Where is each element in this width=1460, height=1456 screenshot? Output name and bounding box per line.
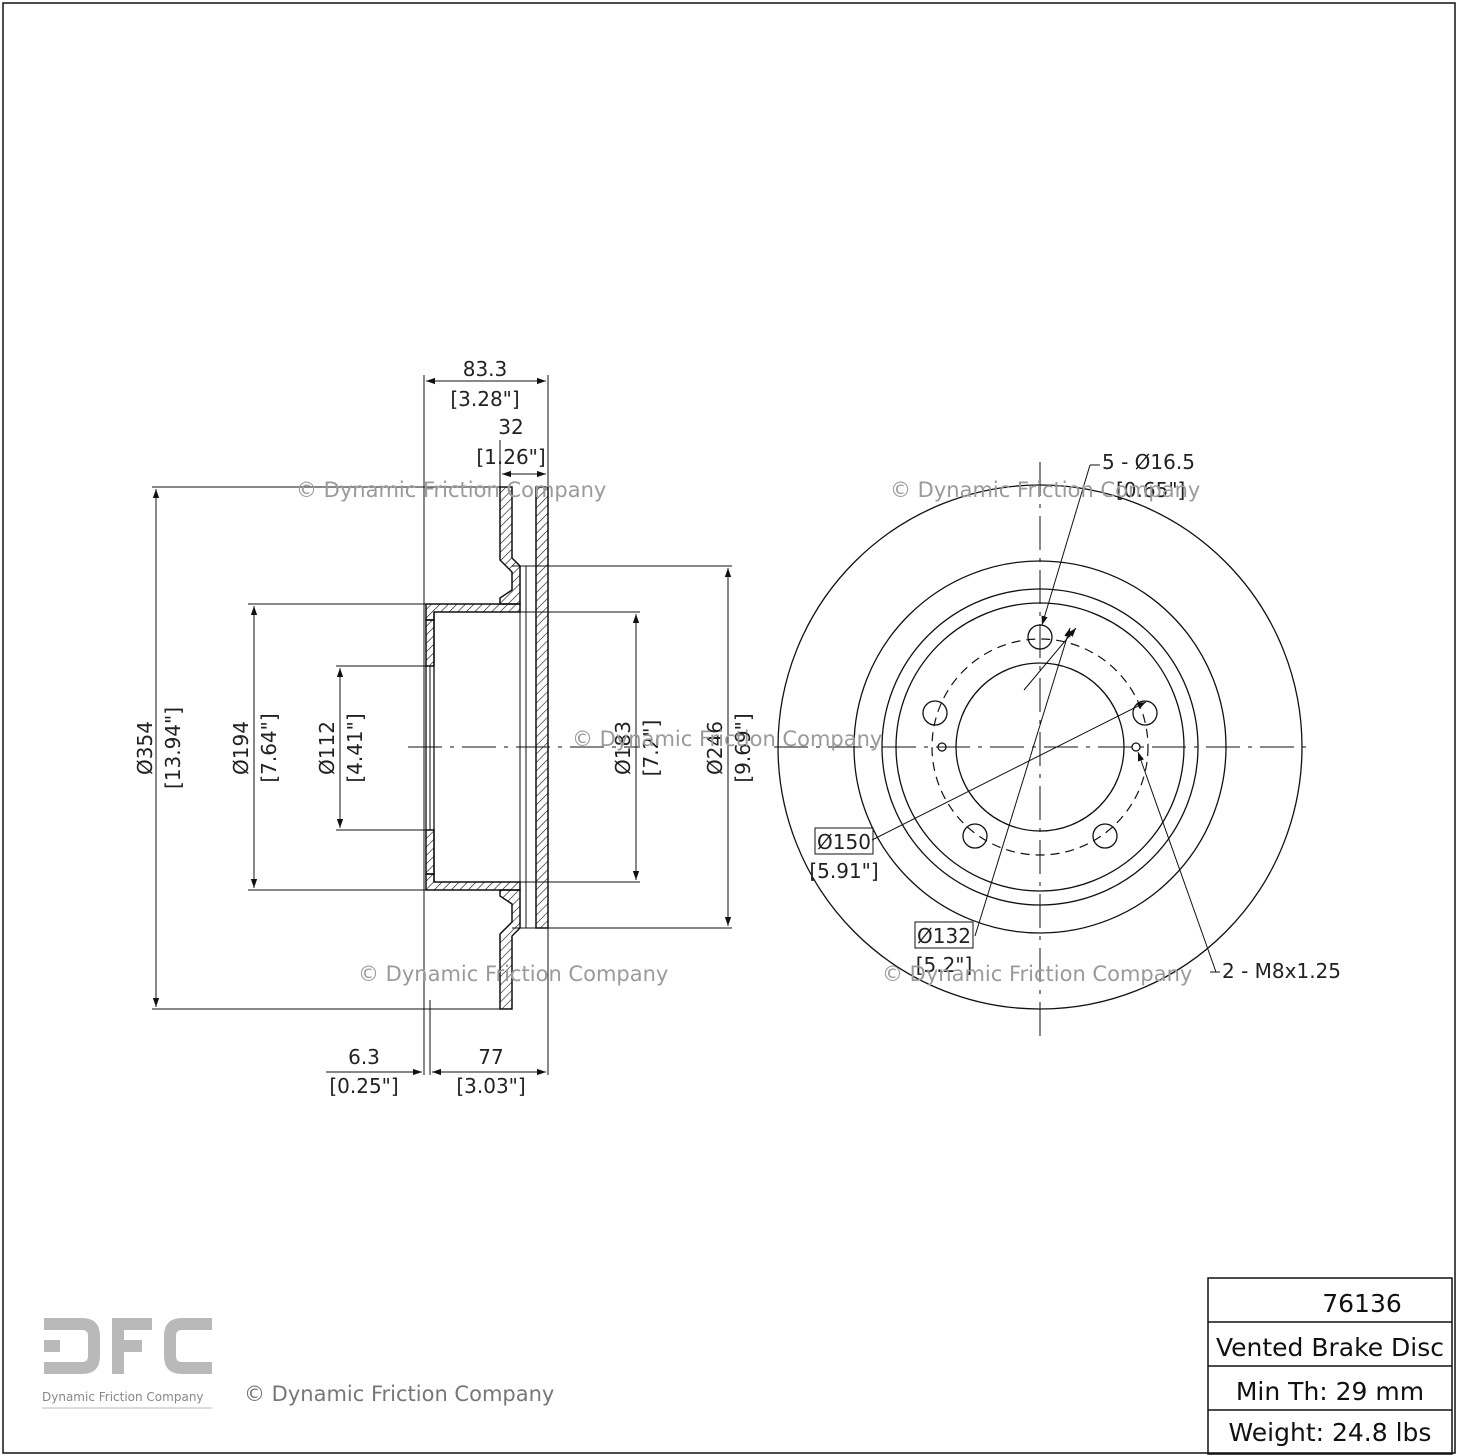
overall-height-mm: 83.3 xyxy=(463,357,508,381)
part-number: 76136 xyxy=(1322,1289,1402,1318)
watermark-text: © Dynamic Friction Company xyxy=(244,1382,554,1406)
face-view-labels: 5 - Ø16.5 [0.65"] Ø150 [5.91"] Ø132 [5.2… xyxy=(809,450,1341,983)
overall-height-in: [3.28"] xyxy=(450,387,519,411)
disc-thickness-mm: 32 xyxy=(498,415,523,439)
offset-mm: 77 xyxy=(478,1045,503,1069)
bolt-circle-box xyxy=(814,827,874,855)
weight: Weight: 24.8 lbs xyxy=(1229,1418,1432,1447)
section-view xyxy=(152,375,732,1076)
inner-diameter-in: [9.69"] xyxy=(731,713,755,782)
logo-subtitle: Dynamic Friction Company xyxy=(42,1390,204,1404)
watermark-text: © Dynamic Friction Company xyxy=(358,962,668,986)
threaded-hole xyxy=(1131,742,1141,752)
hat-outer-circle xyxy=(881,588,1199,906)
hat-diameter-mm: Ø194 xyxy=(229,721,253,775)
center-bore-in: [4.41"] xyxy=(343,713,367,782)
pcd-mm: Ø132 xyxy=(917,924,971,948)
watermarks: © Dynamic Friction Company © Dynamic Fri… xyxy=(244,478,1200,1406)
disc-thickness-in: [1.26"] xyxy=(476,445,545,469)
inner-diameter-mm: Ø246 xyxy=(703,721,727,775)
min-thickness: Min Th: 29 mm xyxy=(1236,1377,1424,1406)
bolt-hole xyxy=(1092,823,1118,849)
bolt-hole xyxy=(1132,700,1158,726)
watermark-text: © Dynamic Friction Company xyxy=(890,478,1200,502)
pcd-box xyxy=(914,921,974,949)
outer-diameter-mm: Ø354 xyxy=(133,721,157,775)
hat-step-circle xyxy=(895,602,1185,892)
bolt-hole xyxy=(1027,624,1053,650)
bolt-hole xyxy=(962,823,988,849)
watermark-text: © Dynamic Friction Company xyxy=(296,478,606,502)
watermark-text: © Dynamic Friction Company xyxy=(572,727,882,751)
hat-thickness-in: [0.25"] xyxy=(329,1074,398,1098)
section-dimension-labels: 83.3 [3.28"] 32 [1.26"] Ø354 [13.94"] Ø1… xyxy=(133,357,755,1098)
hat-thickness-mm: 6.3 xyxy=(348,1045,380,1069)
dfc-logo: Dynamic Friction Company xyxy=(42,1318,212,1409)
hat-diameter-in: [7.64"] xyxy=(257,713,281,782)
threaded-hole xyxy=(937,742,947,752)
bolt-circle-mm: Ø150 xyxy=(817,830,871,854)
outer-diameter-in: [13.94"] xyxy=(161,707,185,789)
center-bore-circle xyxy=(955,662,1125,832)
inner-hat-in: [7.2"] xyxy=(639,720,663,777)
title-block: 76136 Vented Brake Disc Min Th: 29 mm We… xyxy=(1207,1277,1453,1455)
bolt-circle-in: [5.91"] xyxy=(809,859,878,883)
bolt-holes-label: 5 - Ø16.5 xyxy=(1102,450,1195,474)
inner-hat-mm: Ø183 xyxy=(611,721,635,775)
friction-inner-circle xyxy=(853,560,1227,934)
part-description: Vented Brake Disc xyxy=(1216,1333,1444,1362)
center-bore-mm: Ø112 xyxy=(315,721,339,775)
face-view xyxy=(774,462,1314,1036)
bolt-pcd-dashed xyxy=(931,638,1149,856)
pcd-in: [5.2"] xyxy=(916,953,973,977)
watermark-text: © Dynamic Friction Company xyxy=(882,962,1192,986)
bolt-hole xyxy=(922,700,948,726)
offset-in: [3.03"] xyxy=(456,1074,525,1098)
thread-label: 2 - M8x1.25 xyxy=(1222,959,1341,983)
bolt-holes-in: [0.65"] xyxy=(1116,478,1185,502)
outer-rim-circle xyxy=(777,484,1303,1010)
